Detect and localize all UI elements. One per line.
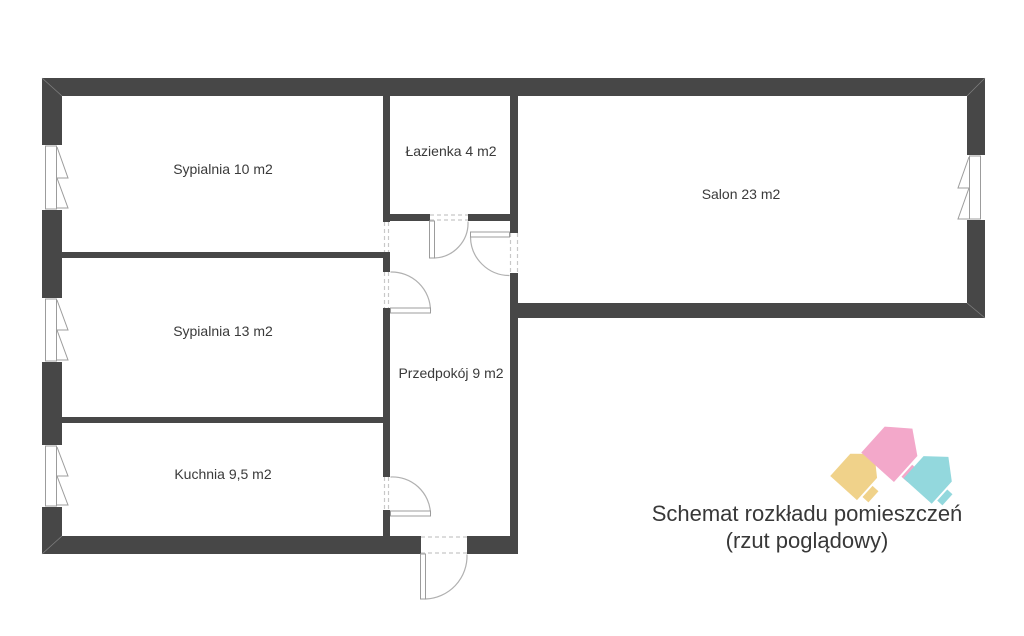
house-chimney — [937, 489, 953, 506]
room-label-salon: Salon 23 m2 — [702, 186, 781, 202]
corner-miter-bottom-left — [41, 535, 63, 555]
window-sash-icon — [56, 146, 69, 209]
room-label-kuchnia: Kuchnia 9,5 m2 — [174, 466, 271, 482]
wall-hall-right-seg1 — [510, 96, 518, 233]
window-kitchen — [45, 445, 69, 507]
doorway-bedroom-13 — [383, 272, 390, 308]
doorway-kitchen — [383, 477, 390, 510]
wall-top — [42, 78, 985, 96]
house-body — [861, 426, 918, 483]
room-label-sypialnia-10: Sypialnia 10 m2 — [173, 161, 273, 177]
door-kitchen — [390, 476, 432, 517]
wall-hall-right-seg2 — [510, 273, 518, 536]
door-salon — [469, 231, 510, 277]
doorway-bathroom — [430, 214, 468, 221]
door-entrance — [420, 553, 468, 600]
window-frame — [45, 298, 57, 362]
logo-house-blue-icon — [903, 456, 953, 506]
logo — [830, 426, 953, 506]
door-swing-arc — [469, 236, 510, 277]
door-swing-arc — [390, 476, 432, 514]
wall-hall-left-seg2 — [383, 252, 390, 272]
window-salon — [957, 155, 981, 220]
wall-left-seg3 — [42, 362, 62, 445]
door-swing-arc — [390, 271, 432, 312]
room-label-sypialnia-13: Sypialnia 13 m2 — [173, 323, 273, 339]
window-bedroom13 — [45, 298, 69, 362]
plan-title-line2: (rzut poglądowy) — [726, 528, 889, 553]
door-bedroom-13 — [390, 271, 432, 314]
wall-bottom-seg1 — [42, 536, 421, 554]
window-frame — [969, 155, 981, 220]
wall-hall-left-seg3 — [383, 308, 390, 477]
corner-miter-top-left — [41, 77, 63, 97]
logo-house-yellow-icon — [830, 453, 879, 503]
window-frame — [45, 145, 57, 210]
wall-salon-bottom — [510, 303, 985, 318]
wall-bedrooms-divider — [62, 252, 383, 258]
walls — [41, 77, 986, 555]
door-leaf — [390, 510, 431, 517]
window-sash-icon — [56, 446, 69, 506]
doorway-bedroom-10 — [383, 222, 390, 252]
wall-bathroom-bottom-seg2 — [468, 214, 518, 221]
house-body — [830, 453, 878, 501]
door-leaf — [420, 553, 426, 600]
corner-miter-top-right — [966, 77, 986, 97]
window-bedroom10 — [45, 145, 69, 210]
door-leaf — [390, 307, 431, 314]
wall-right-seg1 — [967, 96, 985, 155]
plan-title-line1: Schemat rozkładu pomieszczeń — [652, 501, 963, 526]
window-frame — [45, 445, 57, 507]
wall-left-seg2 — [42, 210, 62, 298]
wall-bedroom-kitchen-divider — [62, 417, 383, 423]
wall-bottom-seg2 — [467, 536, 518, 554]
wall-right-seg2 — [967, 220, 985, 318]
house-chimney — [862, 485, 879, 503]
doorway-salon — [509, 233, 519, 273]
wall-hall-left-seg1 — [383, 96, 390, 222]
window-sash-icon — [56, 299, 69, 361]
room-label-przedpokoj: Przedpokój 9 m2 — [398, 365, 503, 381]
wall-hall-left-seg4 — [383, 510, 390, 536]
door-bathroom — [429, 220, 469, 259]
room-label-lazienka: Łazienka 4 m2 — [405, 143, 496, 159]
house-body — [903, 456, 952, 504]
wall-left-seg1 — [42, 96, 62, 145]
door-leaf — [470, 231, 510, 238]
corner-miter-right-bottom — [966, 302, 986, 319]
doorway-entrance — [421, 536, 467, 554]
door-leaf — [429, 220, 435, 259]
window-sash-icon — [957, 156, 970, 220]
wall-bathroom-bottom-seg1 — [383, 214, 430, 221]
door-swing-arc — [425, 554, 468, 600]
door-swing-arc — [434, 221, 469, 259]
